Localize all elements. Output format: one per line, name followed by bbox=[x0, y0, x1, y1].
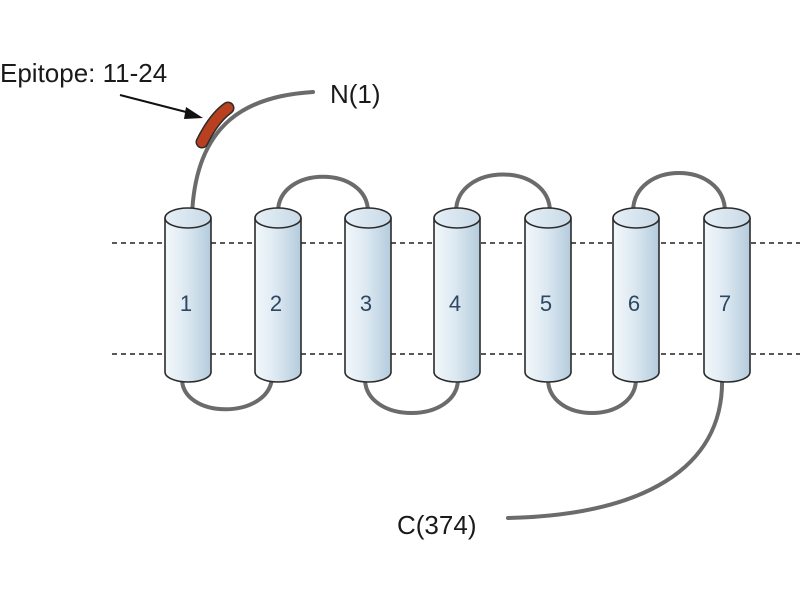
helix-6-top-cap bbox=[612, 207, 660, 229]
n-terminal-tail bbox=[190, 90, 315, 217]
helix-5-label: 5 bbox=[540, 291, 552, 316]
helix-2-label: 2 bbox=[270, 291, 282, 316]
helix-3-top-cap bbox=[344, 207, 392, 229]
c-terminus-label: C(374) bbox=[397, 510, 476, 540]
helix-7-top-cap bbox=[703, 207, 751, 229]
helix-1-top-cap bbox=[164, 207, 212, 229]
helix-2-top-cap bbox=[254, 207, 302, 229]
helix-4: 4 bbox=[433, 207, 481, 383]
helix-3: 3 bbox=[344, 207, 392, 383]
helix-1: 1 bbox=[164, 207, 212, 383]
helix-6: 6 bbox=[612, 207, 660, 383]
helix-5-top-cap bbox=[524, 207, 572, 229]
transmembrane-helices: 1 2 3 4 5 6 7 bbox=[164, 207, 751, 383]
helix-5: 5 bbox=[524, 207, 572, 383]
helix-4-top-cap bbox=[433, 207, 481, 229]
helix-7-label: 7 bbox=[719, 291, 731, 316]
n-terminus-label: N(1) bbox=[330, 79, 381, 109]
polypeptide-chain bbox=[179, 90, 727, 520]
helix-3-label: 3 bbox=[360, 291, 372, 316]
loop-6-7 bbox=[631, 171, 727, 214]
loop-3-4 bbox=[362, 375, 461, 415]
loop-4-5 bbox=[454, 172, 552, 214]
loop-1-2 bbox=[179, 375, 274, 412]
helix-1-label: 1 bbox=[180, 291, 192, 316]
helix-2: 2 bbox=[254, 207, 302, 383]
helix-6-label: 6 bbox=[628, 291, 640, 316]
loop-2-3 bbox=[276, 174, 370, 214]
epitope-arrow bbox=[119, 94, 203, 119]
helix-7: 7 bbox=[703, 207, 751, 383]
c-terminal-tail bbox=[506, 375, 725, 520]
epitope-label: Epitope: 11-24 bbox=[0, 58, 167, 88]
loop-5-6 bbox=[545, 375, 639, 415]
helix-4-label: 4 bbox=[449, 291, 461, 316]
